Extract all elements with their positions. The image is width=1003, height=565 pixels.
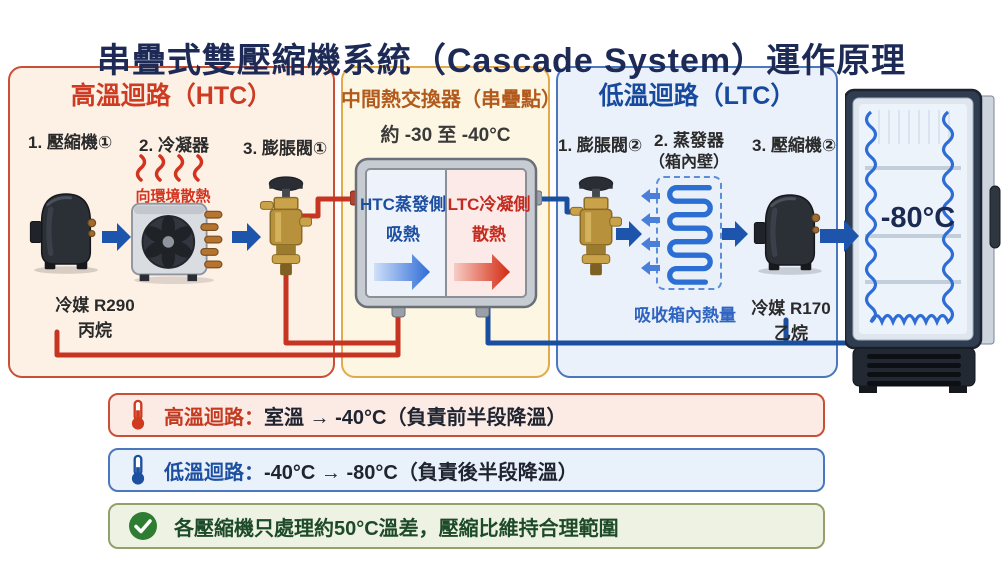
absorb-heat-note: 吸收箱內熱量: [634, 306, 736, 325]
heat-exchanger-temp-range: 約 -30 至 -40°C: [380, 125, 511, 146]
thermometer-hot-icon: [131, 399, 145, 430]
ltc-section-title: 低溫迴路（LTC）: [598, 82, 796, 110]
hx-cond-reject-label: 散熱: [472, 225, 506, 244]
note-body: 室溫 → -40°C（負責前半段降溫）: [264, 406, 567, 429]
ltc-step-compressor-label: 3. 壓縮機②: [752, 136, 837, 155]
note-compression-ratio: 各壓縮機只處理約50°C溫差，壓縮比維持合理範圍: [108, 503, 825, 549]
freezer-vents: [867, 354, 961, 386]
heat-rejection-note: 向環境散熱: [135, 188, 211, 205]
ltc-step-valve-label: 1. 膨脹閥②: [558, 136, 643, 155]
hx-reject-arrow: [454, 254, 510, 290]
check-circle-icon: [129, 512, 157, 540]
note-text: 低溫迴路：-40°C → -80°C（負責後半段降溫）: [164, 456, 578, 485]
hx-evap-absorb-label: 吸熱: [386, 225, 420, 244]
evaporator-illustration: [656, 176, 722, 290]
htc-refrigerant-name: 丙烷: [78, 321, 112, 340]
htc-refrigerant-label: 冷媒 R290: [55, 296, 135, 315]
ltc-step-evaporator-sub: （箱內壁）: [648, 154, 729, 171]
ltc-refrigerant-label: 冷媒 R170: [751, 299, 831, 318]
note-text: 高溫迴路：室溫 → -40°C（負責前半段降溫）: [164, 401, 566, 430]
hx-evap-side-label: HTC蒸發側: [360, 195, 446, 214]
ltc-compressor-illustration: [753, 194, 822, 275]
freezer-temperature: -80°C: [880, 202, 956, 234]
htc-section-title: 高溫迴路（HTC）: [70, 82, 273, 110]
note-ltc-range: 低溫迴路：-40°C → -80°C（負責後半段降溫）: [108, 448, 825, 492]
htc-step-valve-label: 3. 膨脹閥①: [243, 139, 328, 158]
ltc-step-evaporator-label: 2. 蒸發器: [654, 131, 724, 150]
page-title: 串疊式雙壓縮機系統（Cascade System）運作原理: [96, 41, 907, 80]
note-htc-range: 高溫迴路：室溫 → -40°C（負責前半段降溫）: [108, 393, 825, 437]
condenser-illustration: [131, 202, 223, 284]
hx-cond-side-label: LTC冷凝側: [447, 195, 531, 214]
htc-step-condenser-label: 2. 冷凝器: [139, 136, 209, 155]
note-body: -40°C → -80°C（負責後半段降溫）: [264, 461, 578, 484]
note-label: 低溫迴路：: [164, 461, 264, 484]
heat-exchanger-illustration: [350, 157, 542, 318]
freezer-illustration: [845, 88, 1001, 393]
note-label: 高溫迴路：: [164, 406, 264, 429]
ltc-refrigerant-name: 乙烷: [774, 324, 808, 343]
htc-expansion-valve-illustration: [260, 176, 312, 276]
thermometer-cold-icon: [131, 454, 145, 485]
htc-step-compressor-label: 1. 壓縮機①: [28, 133, 113, 152]
note-body: 各壓縮機只處理約50°C溫差，壓縮比維持合理範圍: [174, 517, 619, 540]
heat-exchanger-title: 中間熱交換器（串疊點）: [341, 89, 561, 111]
note-text: 各壓縮機只處理約50°C溫差，壓縮比維持合理範圍: [174, 512, 619, 541]
evaporator-coil: [667, 185, 713, 285]
ltc-expansion-valve-illustration: [570, 176, 622, 276]
htc-compressor-illustration: [29, 193, 98, 274]
